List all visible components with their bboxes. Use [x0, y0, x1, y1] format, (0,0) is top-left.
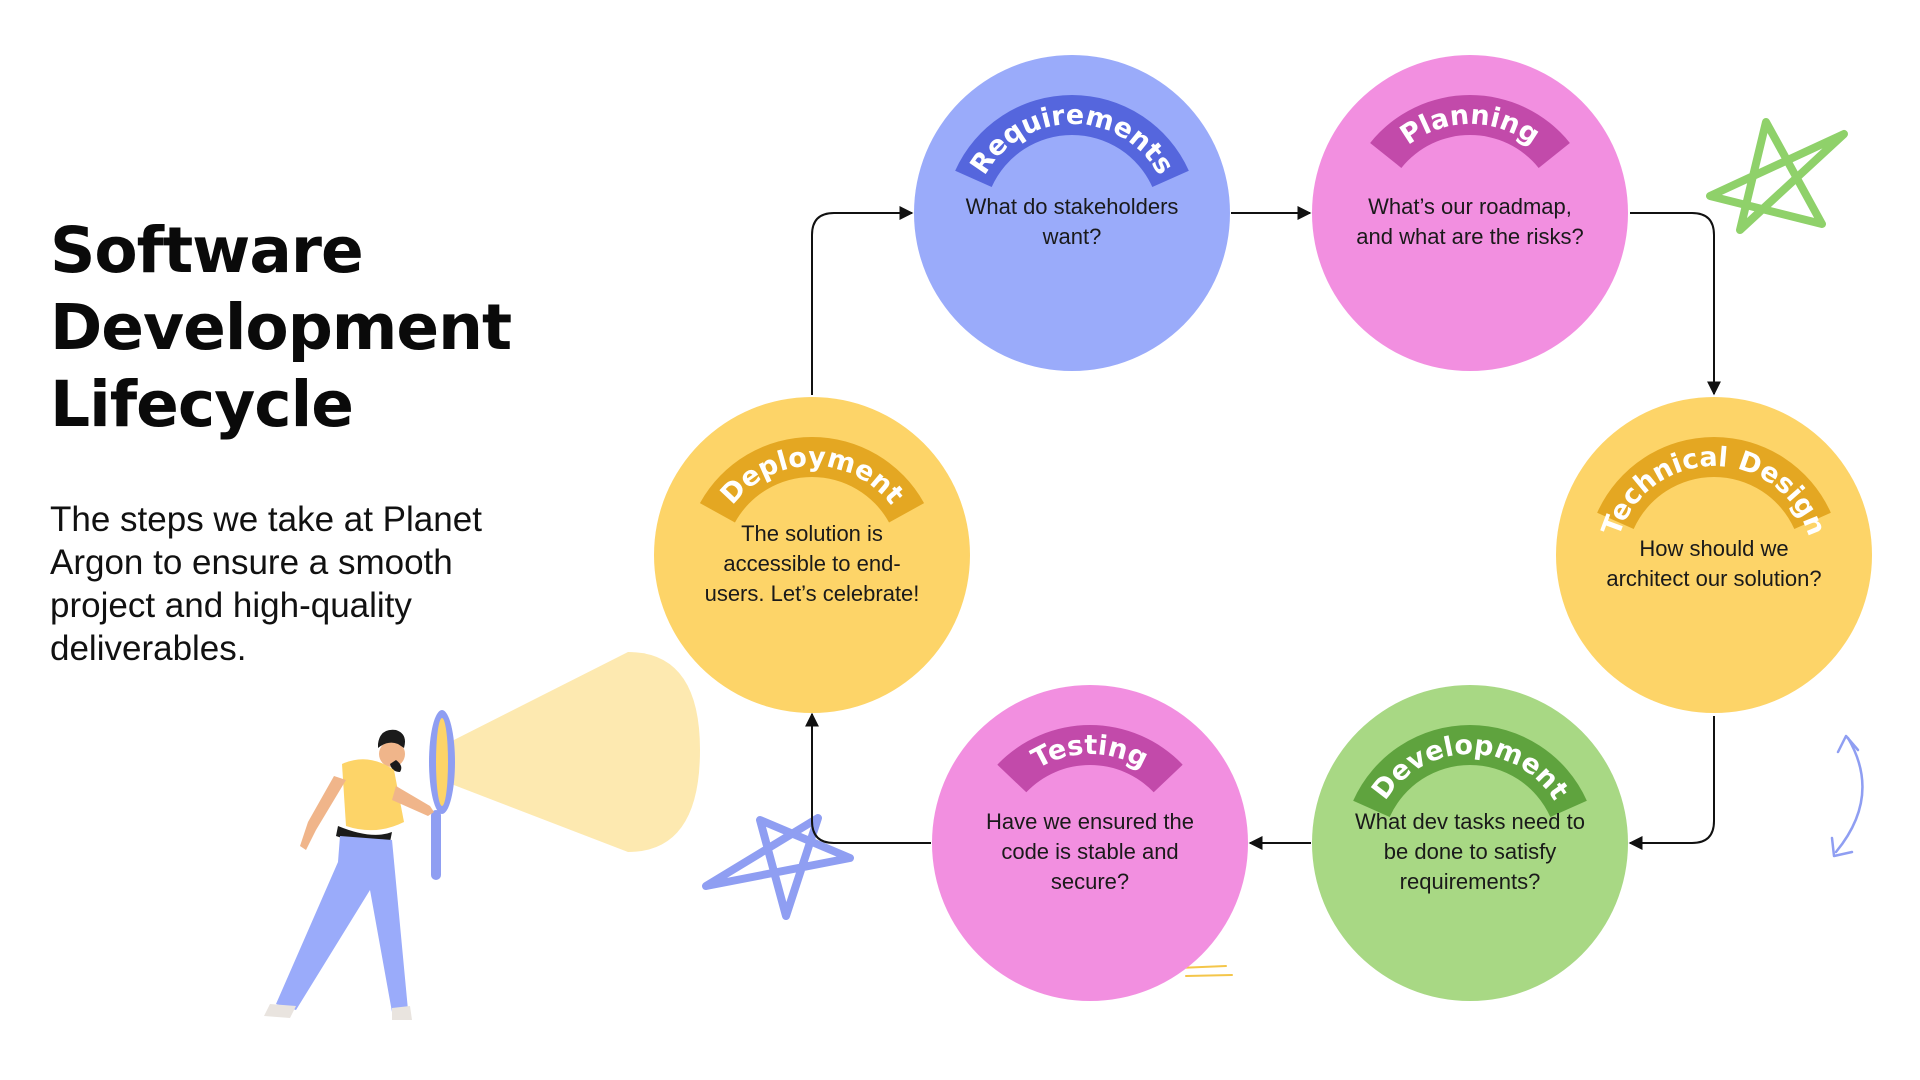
stage-banner: [1597, 437, 1831, 530]
title-line: Lifecycle: [50, 368, 354, 441]
flow-arrow-testing-to-deployment: [805, 712, 931, 844]
person-with-flashlight-illustration: [264, 652, 700, 1020]
stage-banner: [1370, 95, 1570, 168]
stage-banner: [699, 436, 925, 523]
stage-banner: [1353, 725, 1587, 818]
star-icon: [702, 814, 854, 920]
title-line: Software: [50, 214, 364, 287]
connector-group: [805, 206, 1721, 850]
intro-line: project and high-quality: [50, 586, 412, 625]
stage-question: What’s our roadmap,and what are the risk…: [1356, 194, 1583, 249]
intro-text: The steps we take at Planet Argon to ens…: [50, 498, 530, 670]
flow-arrow-planning-to-technical-design: [1630, 212, 1721, 396]
intro-line: The steps we take at Planet: [50, 500, 482, 539]
flow-arrow-technical-design-to-development: [1628, 716, 1715, 850]
title-line: Development: [50, 291, 512, 364]
page-title: Software Development Lifecycle: [50, 212, 590, 443]
star-icon: [1706, 118, 1848, 234]
flow-arrow-deployment-to-requirements: [811, 206, 914, 395]
intro-line: Argon to ensure a smooth: [50, 543, 453, 582]
curved-double-arrow-icon: [1830, 734, 1864, 858]
stage-banner: [997, 725, 1183, 793]
stage-banner: [955, 95, 1189, 188]
intro-line: deliverables.: [50, 629, 247, 668]
